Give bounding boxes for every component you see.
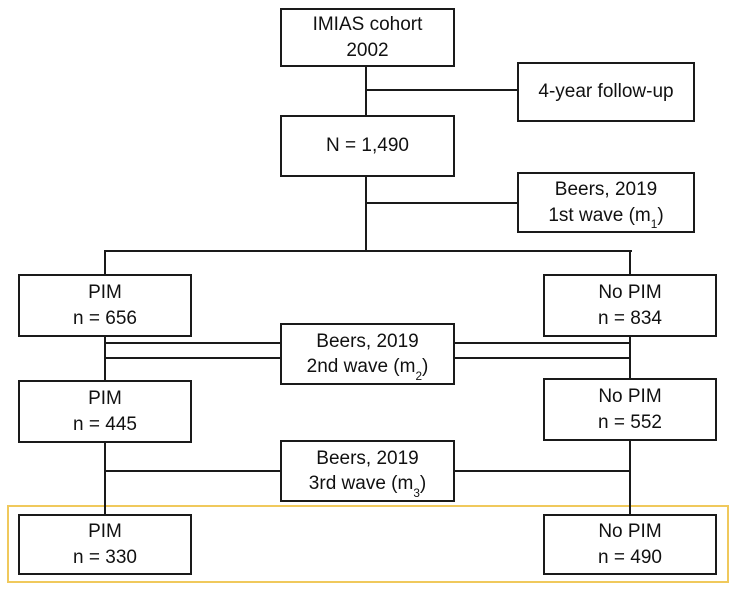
- node-label: IMIAS cohort: [312, 14, 423, 36]
- node-pim-wave3: PIM n = 330: [18, 514, 192, 575]
- node-label: n = 656: [73, 307, 137, 329]
- connector-wave2-right-lower: [454, 357, 631, 359]
- node-label: n = 552: [598, 411, 662, 433]
- connector-to-beers-wave1: [366, 202, 517, 204]
- node-label: 4-year follow-up: [538, 81, 674, 103]
- drop-right-wave1: [629, 250, 631, 278]
- node-nopim-wave2: No PIM n = 552: [543, 378, 717, 441]
- node-followup: 4-year follow-up: [517, 62, 695, 122]
- node-label: No PIM: [598, 282, 662, 304]
- node-beers-wave2: Beers, 2019 2nd wave (m2): [280, 323, 455, 385]
- branch-rung: [104, 250, 632, 252]
- node-label: PIM: [88, 521, 122, 543]
- node-pim-wave1: PIM n = 656: [18, 274, 192, 337]
- node-beers-wave3: Beers, 2019 3rd wave (m3): [280, 440, 455, 502]
- node-label: No PIM: [598, 386, 662, 408]
- node-nopim-wave3: No PIM n = 490: [543, 514, 717, 575]
- connector-wave3-left: [105, 470, 281, 472]
- drop-left-wave1: [104, 250, 106, 278]
- node-label: No PIM: [598, 521, 662, 543]
- subscript-m3: 3: [413, 486, 420, 500]
- node-nopim-wave1: No PIM n = 834: [543, 274, 717, 337]
- node-label: n = 490: [598, 546, 662, 568]
- node-label: PIM: [88, 282, 122, 304]
- connector-wave2-left-lower: [105, 357, 281, 359]
- node-label: 2nd wave (m2): [306, 356, 429, 383]
- subscript-m1: 1: [650, 218, 658, 232]
- connector-imias-to-n: [365, 67, 367, 117]
- node-label: 2002: [346, 39, 389, 61]
- connector-wave2-left-upper: [105, 342, 281, 344]
- connector-wave2-right-upper: [454, 342, 631, 344]
- connector-pim656-to-pim445: [104, 335, 106, 383]
- connector-wave3-right: [454, 470, 631, 472]
- node-label: Beers, 2019: [554, 179, 658, 201]
- node-label: N = 1,490: [326, 135, 409, 157]
- subscript-m2: 2: [415, 369, 422, 383]
- node-label: PIM: [88, 388, 122, 410]
- node-label: Beers, 2019: [316, 447, 419, 469]
- node-total-n: N = 1,490: [280, 115, 455, 177]
- node-imias-cohort: IMIAS cohort 2002: [280, 8, 455, 67]
- connector-pim445-to-pim330: [104, 441, 106, 516]
- connector-n-to-branch: [365, 177, 367, 252]
- node-label: n = 445: [73, 413, 137, 435]
- node-label: n = 834: [598, 307, 662, 329]
- node-label: n = 330: [73, 546, 137, 568]
- node-beers-wave1: Beers, 2019 1st wave (m1): [517, 172, 695, 233]
- node-label: 1st wave (m1): [548, 204, 664, 232]
- connector-nopim552-to-nopim490: [629, 439, 631, 516]
- final-wave-highlight-box: [7, 505, 729, 583]
- node-label: Beers, 2019: [316, 330, 419, 352]
- node-pim-wave2: PIM n = 445: [18, 380, 192, 443]
- node-label: 3rd wave (m3): [308, 473, 427, 500]
- connector-to-followup: [366, 89, 517, 91]
